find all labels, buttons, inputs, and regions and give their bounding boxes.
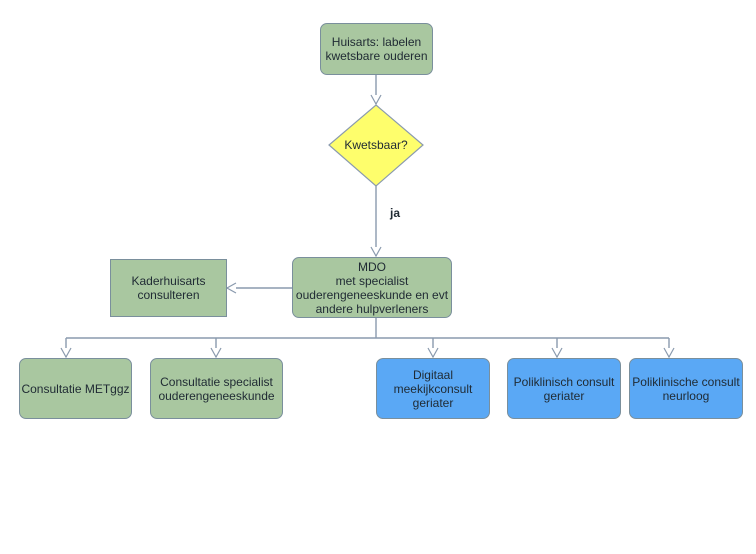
node-poli-neuroloog-label: Poliklinische consult neurloog [632,374,740,403]
node-start-label: Huisarts: labelen kwetsbare ouderen [325,35,428,63]
node-specialist-label: Consultatie specialist ouderengeneeskund… [158,374,275,403]
node-decision-label: Kwetsbaar? [344,138,408,152]
node-mdo-label: MDO met specialist ouderengeneeskunde en… [295,259,449,316]
node-digitaal: Digitaal meekijkconsult geriater [376,358,490,419]
decision-diamond [328,104,424,187]
node-start: Huisarts: labelen kwetsbare ouderen [320,23,433,75]
node-specialist: Consultatie specialist ouderengeneeskund… [150,358,283,419]
node-poli-geriater-label: Poliklinisch consult geriater [513,374,615,403]
node-kaderhuisarts: Kaderhuisarts consulteren [110,259,227,317]
edge-label-yes: ja [390,206,401,220]
node-mdo: MDO met specialist ouderengeneeskunde en… [292,257,452,318]
node-metggz: Consultatie METggz [19,358,132,419]
node-digitaal-label: Digitaal meekijkconsult geriater [393,367,473,410]
node-kaderhuisarts-label: Kaderhuisarts consulteren [131,274,206,302]
node-decision: Kwetsbaar? [329,130,423,160]
node-metggz-label: Consultatie METggz [21,381,130,396]
node-poli-geriater: Poliklinisch consult geriater [507,358,621,419]
node-poli-neuroloog: Poliklinische consult neurloog [629,358,743,419]
